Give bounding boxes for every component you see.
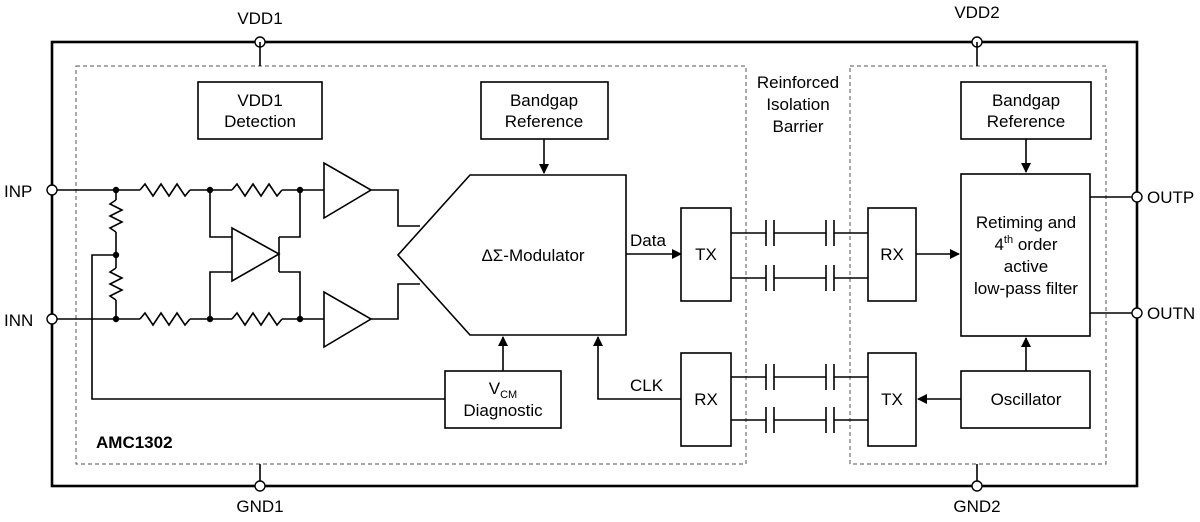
delta-sigma-modulator-block xyxy=(396,174,627,336)
svg-text:Reference: Reference xyxy=(987,112,1065,131)
rx-bottom-left-block xyxy=(680,352,732,447)
svg-text:INP: INP xyxy=(4,182,32,201)
svg-text:4th order: 4th order xyxy=(994,234,1057,254)
amp-small-icon xyxy=(231,226,281,283)
oscillator-block xyxy=(960,370,1091,429)
tx-top-left-block xyxy=(680,207,732,302)
barrier-label-line3: Barrier xyxy=(772,117,823,136)
gnd1-pin[interactable]: GND1 xyxy=(236,464,284,516)
input-network xyxy=(57,182,445,400)
svg-text:GND1: GND1 xyxy=(236,497,283,516)
svg-text:TX: TX xyxy=(695,245,717,264)
svg-text:Bandgap: Bandgap xyxy=(992,91,1060,110)
barrier-label-line2: Isolation xyxy=(766,95,829,114)
svg-text:GND2: GND2 xyxy=(953,497,1000,516)
inn-pin[interactable]: INN xyxy=(4,311,58,330)
gnd2-pin[interactable]: GND2 xyxy=(953,464,1001,516)
right-domain-boundary xyxy=(849,65,1107,465)
svg-text:Oscillator: Oscillator xyxy=(991,390,1062,409)
rx-top-right-block xyxy=(867,207,917,302)
svg-text:active: active xyxy=(1004,257,1048,276)
svg-text:low-pass filter: low-pass filter xyxy=(974,279,1078,298)
isolation-capacitors xyxy=(731,220,868,433)
svg-text:VDD1: VDD1 xyxy=(237,9,282,28)
retiming-lowpass-filter-block xyxy=(960,173,1091,337)
svg-text:Reference: Reference xyxy=(505,112,583,131)
tx-bottom-right-block xyxy=(867,352,917,447)
clk-signal-label: CLK xyxy=(630,376,664,395)
vdd2-pin[interactable]: VDD2 xyxy=(954,3,1000,48)
bandgap-reference-right-block xyxy=(960,81,1092,140)
svg-text:VDD2: VDD2 xyxy=(954,3,999,22)
outn-pin[interactable]: OUTN xyxy=(1131,304,1195,323)
svg-text:TX: TX xyxy=(881,390,903,409)
data-signal-label: Data xyxy=(630,231,666,250)
vdd1-pin[interactable]: VDD1 xyxy=(237,9,283,48)
vdd1-detection-block xyxy=(197,81,323,140)
device-name: AMC1302 xyxy=(96,433,173,452)
svg-text:RX: RX xyxy=(880,245,904,264)
svg-text:INN: INN xyxy=(4,311,33,330)
svg-text:Bandgap: Bandgap xyxy=(510,91,578,110)
svg-text:ΔΣ-Modulator: ΔΣ-Modulator xyxy=(481,246,584,265)
amp-top-icon xyxy=(323,161,373,220)
svg-text:VDD1: VDD1 xyxy=(237,91,282,110)
svg-text:OUTN: OUTN xyxy=(1147,304,1195,323)
svg-text:Diagnostic: Diagnostic xyxy=(463,401,543,420)
svg-text:VCM: VCM xyxy=(489,379,517,401)
svg-text:Detection: Detection xyxy=(224,112,296,131)
barrier-label-line1: Reinforced xyxy=(757,73,839,92)
svg-text:Retiming and: Retiming and xyxy=(976,213,1076,232)
svg-text:OUTP: OUTP xyxy=(1147,188,1194,207)
svg-text:RX: RX xyxy=(694,390,718,409)
bandgap-reference-left-block xyxy=(480,81,609,140)
package-outline xyxy=(50,40,1139,488)
amp-bottom-icon xyxy=(323,290,373,349)
inp-pin[interactable]: INP xyxy=(4,182,58,201)
left-domain-boundary xyxy=(75,65,747,465)
outp-pin[interactable]: OUTP xyxy=(1131,188,1194,207)
